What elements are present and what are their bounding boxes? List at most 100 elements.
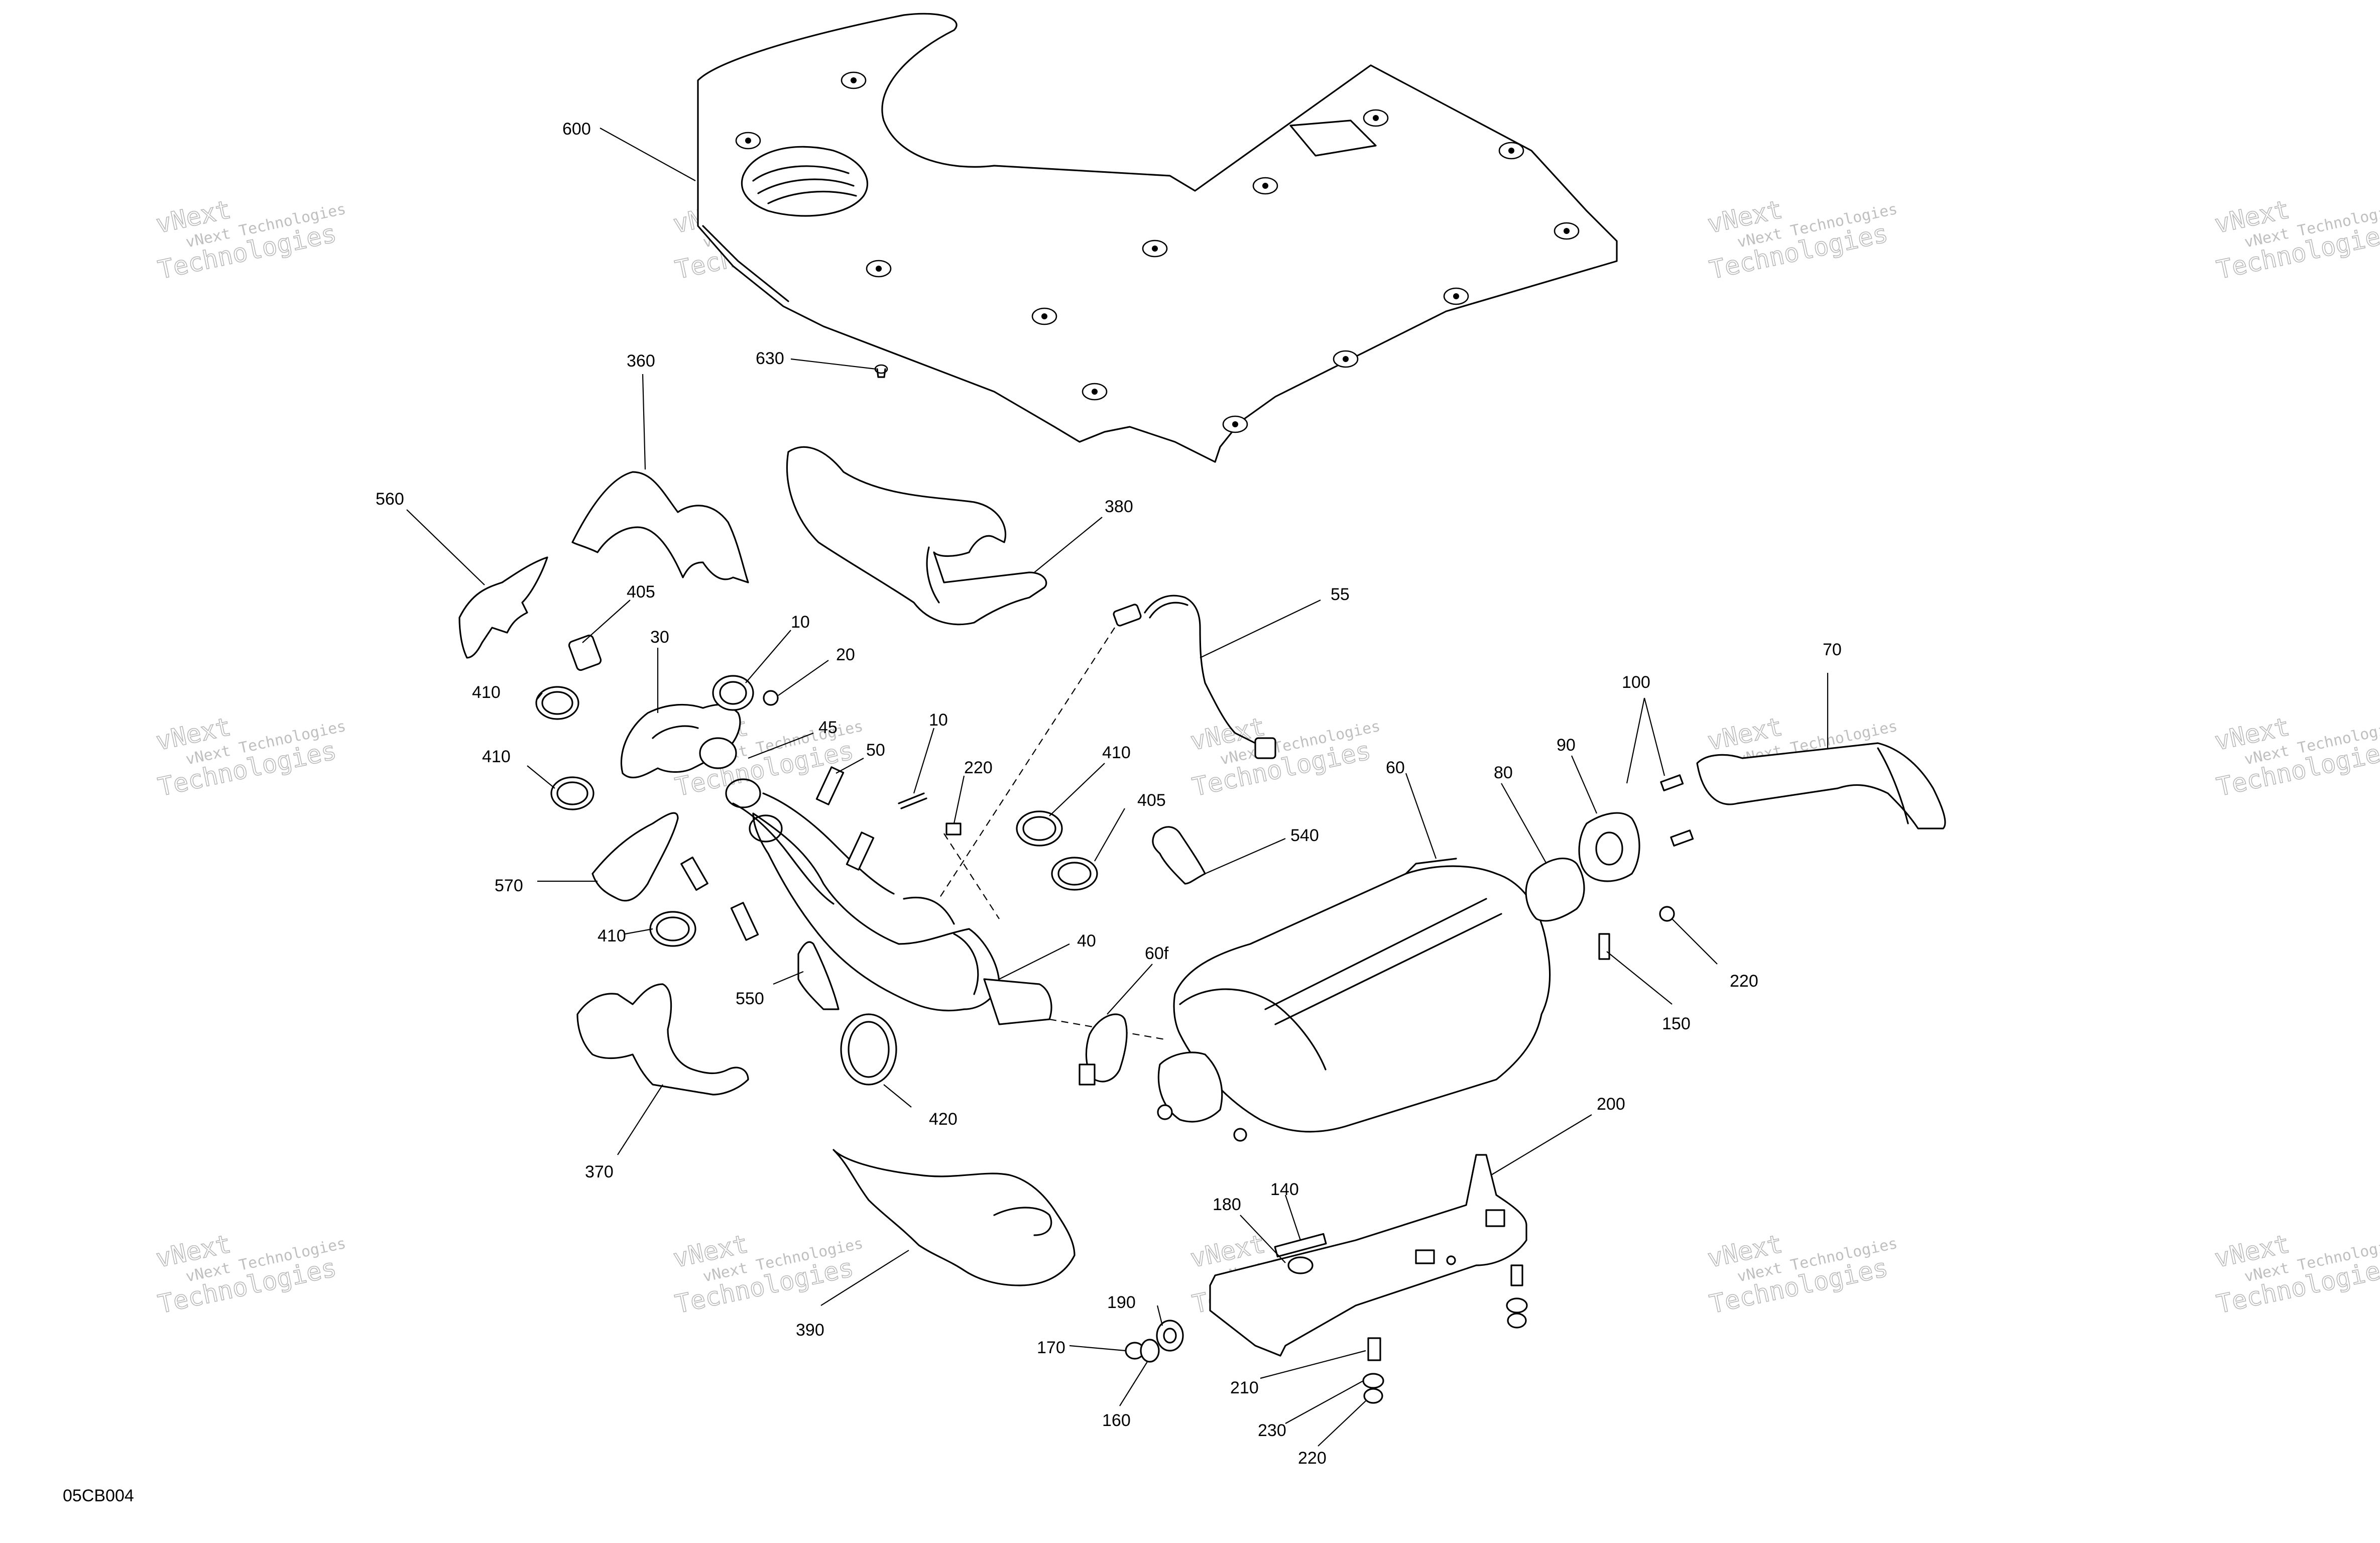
skid-plate-fasteners bbox=[735, 71, 1580, 433]
part-50-spring-d bbox=[730, 902, 759, 941]
callout-160: 160 bbox=[1102, 1411, 1131, 1430]
watermark-r1c5: vNext Technologies vNext Technologies bbox=[2212, 194, 2380, 285]
callout-370: 370 bbox=[585, 1162, 614, 1181]
bracket-slot bbox=[1485, 1209, 1505, 1227]
part-220-nut-c bbox=[1363, 1388, 1383, 1404]
skid-plate-cutout bbox=[1289, 120, 1377, 157]
callout-540: 540 bbox=[1290, 826, 1319, 845]
callout-180: 180 bbox=[1213, 1195, 1241, 1214]
bracket-side-bolt bbox=[1506, 1264, 1528, 1329]
part-630-rivet bbox=[874, 364, 888, 378]
part-370-heat-shield bbox=[576, 983, 749, 1096]
part-360-heat-shield bbox=[571, 471, 749, 583]
watermark-r1c4: vNext Technologies vNext Technologies bbox=[1705, 194, 1899, 285]
part-560-heat-shield bbox=[458, 556, 548, 659]
callout-10-a: 10 bbox=[791, 613, 810, 632]
muffler-seam-2 bbox=[1274, 913, 1502, 1025]
pipe-alignment-line bbox=[943, 833, 1000, 919]
plate-rivet bbox=[1222, 415, 1248, 433]
part-70-inlet-pipe bbox=[1696, 742, 1946, 829]
part-20-nut bbox=[763, 690, 779, 706]
muffler-top bbox=[1405, 858, 1457, 875]
callout-90: 90 bbox=[1557, 736, 1576, 755]
plate-rivet bbox=[841, 71, 867, 89]
leader-lines bbox=[406, 128, 1829, 1447]
part-80-gasket-tube bbox=[1525, 858, 1585, 922]
callout-45: 45 bbox=[818, 718, 838, 737]
plate-rivet bbox=[1443, 287, 1469, 305]
callout-20: 20 bbox=[836, 645, 855, 664]
watermark-r2c1: vNext Technologies vNext Technologies bbox=[153, 711, 347, 802]
vent-outline bbox=[741, 146, 869, 217]
watermark-r3c5: vNext Technologies vNext Technologies bbox=[2212, 1229, 2380, 1320]
part-390-tab bbox=[993, 1207, 1052, 1236]
part-405-clamp-b bbox=[1051, 857, 1098, 891]
part-570-heat-shield bbox=[591, 812, 679, 902]
plate-rivet bbox=[1031, 307, 1057, 325]
vent-slat-1 bbox=[752, 165, 850, 182]
pipe-bend-line bbox=[903, 896, 955, 925]
part-60-muffler bbox=[1157, 858, 1551, 1142]
part-45-gasket bbox=[699, 737, 783, 843]
callout-210: 210 bbox=[1230, 1378, 1259, 1397]
part-380-heat-shield bbox=[786, 446, 1047, 626]
callout-220-a: 220 bbox=[964, 758, 993, 777]
callout-70: 70 bbox=[1823, 640, 1842, 659]
part-190-bushing bbox=[1156, 1320, 1184, 1352]
watermark-r3c1: vNext Technologies vNext Technologies bbox=[153, 1229, 347, 1320]
vent-slat-2 bbox=[757, 178, 855, 194]
part-540-heat-shield bbox=[1152, 826, 1206, 885]
callout-410-c: 410 bbox=[598, 926, 626, 945]
skid-plate-edge bbox=[702, 225, 789, 302]
vent-slat-3 bbox=[767, 190, 857, 204]
part-60f-clamp bbox=[1079, 1013, 1128, 1086]
callout-80: 80 bbox=[1494, 763, 1513, 782]
callout-150: 150 bbox=[1662, 1014, 1691, 1033]
part-140-bolt bbox=[1274, 1233, 1327, 1258]
shield-380-crease bbox=[926, 546, 940, 604]
muffler-seam-1 bbox=[1264, 898, 1487, 1010]
part-410-clamp-d bbox=[1016, 810, 1063, 847]
shield-380-body bbox=[786, 446, 1047, 626]
callout-550: 550 bbox=[736, 989, 764, 1008]
part-410-clamp-a bbox=[535, 686, 579, 720]
callout-50: 50 bbox=[866, 741, 885, 760]
callout-190: 190 bbox=[1107, 1293, 1136, 1312]
part-390-heat-shield bbox=[832, 1149, 1076, 1286]
plate-rivet bbox=[735, 132, 761, 150]
diagram-code: 05CB004 bbox=[63, 1486, 134, 1505]
callout-140: 140 bbox=[1270, 1180, 1299, 1199]
header-tube-b bbox=[762, 792, 895, 895]
pipe-outlet bbox=[983, 978, 1052, 1025]
callout-170: 170 bbox=[1037, 1338, 1065, 1357]
callout-600: 600 bbox=[562, 120, 591, 139]
part-50-spring-a bbox=[815, 766, 845, 805]
callout-420: 420 bbox=[929, 1110, 958, 1129]
part-200-bracket bbox=[1209, 1154, 1527, 1357]
part-220-nut-b bbox=[1659, 906, 1675, 922]
callout-220-b: 220 bbox=[1730, 972, 1758, 991]
callout-200: 200 bbox=[1597, 1095, 1625, 1114]
watermark-r3c4: vNext Technologies vNext Technologies bbox=[1705, 1229, 1899, 1320]
part-50-spring-b bbox=[846, 832, 875, 871]
callout-220-c: 220 bbox=[1298, 1449, 1327, 1468]
plate-rivet bbox=[866, 260, 892, 278]
watermark-r2c3: vNext Technologies vNext Technologies bbox=[1187, 711, 1382, 802]
part-10-gasket-a bbox=[712, 675, 754, 711]
part-420-clamp bbox=[840, 1013, 897, 1086]
part-30-header-pipe bbox=[620, 703, 741, 779]
callout-570: 570 bbox=[495, 876, 523, 895]
part-210-bolt bbox=[1367, 1337, 1381, 1361]
part-160-washer bbox=[1140, 1339, 1160, 1363]
part-50-spring-c bbox=[680, 856, 708, 891]
callout-10-b: 10 bbox=[929, 710, 948, 730]
plate-rivet bbox=[1363, 109, 1389, 127]
part-100-bolts bbox=[1660, 774, 1694, 847]
callout-360: 360 bbox=[627, 351, 655, 371]
part-550-heat-shield bbox=[797, 941, 840, 1010]
part-405-clamp-a bbox=[568, 634, 602, 671]
callout-230: 230 bbox=[1258, 1421, 1286, 1440]
callout-60: 60 bbox=[1386, 758, 1405, 777]
plate-rivet bbox=[1498, 142, 1524, 160]
callout-410-a: 410 bbox=[472, 683, 501, 702]
